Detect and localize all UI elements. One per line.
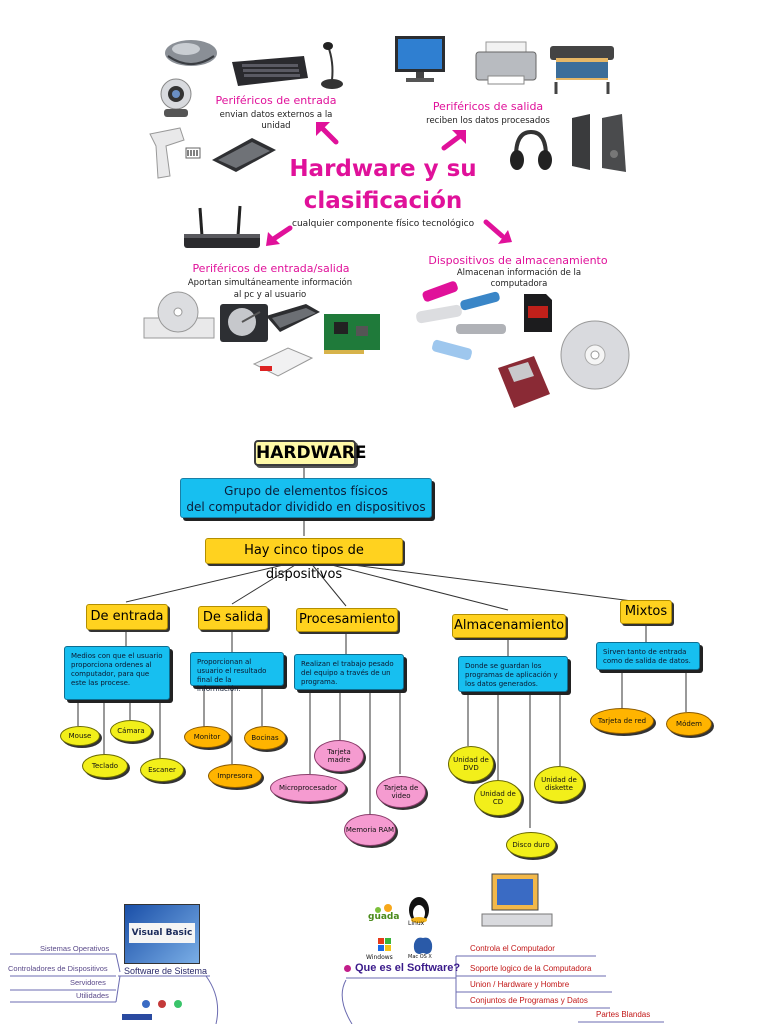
desc-mixtos: Sirven tanto de entrada como de salida d… [596,642,700,670]
que-es-el-software-text: Que es el Software? [355,962,461,974]
plotter-image [546,42,618,94]
linux-logo-text: Linux [408,920,425,927]
mac-os-logo-text: Mac OS X [408,954,432,960]
definition-line1: Grupo de elementos físicos [224,484,388,498]
item-tarjeta-de-video: Tarjeta de video [376,776,426,808]
item-disco-duro: Disco duro [506,832,556,858]
item-unidad-dvd: Unidad de DVD [448,746,494,782]
label-perifericos-entrada: Periféricos de entrada [215,94,337,107]
flatbed-scanner-image [208,134,278,176]
small-logos-cluster [118,998,198,1024]
category-mixtos: Mixtos [620,600,672,624]
visual-basic-logo-text: Visual Basic [129,923,195,943]
main-title-line1: Hardware y su [289,156,477,182]
usb-drives-image [412,280,516,376]
mouse-image [162,36,220,68]
category-de-salida: De salida [198,606,268,630]
headphones-image [508,128,554,176]
item-tarjeta-de-red: Tarjeta de red [590,708,654,734]
mindmap-item-sistemas-operativos: Sistemas Operativos [40,944,110,953]
router-image [180,204,262,252]
item-memoria-ram: Memoria RAM [344,814,396,846]
item-camara: Cámara [110,720,152,742]
category-de-entrada: De entrada [86,604,168,630]
windows-logo: Windows [364,936,404,964]
computer-image [480,870,558,932]
mindmap-item-conjuntos: Conjuntos de Programas y Datos [470,996,588,1005]
item-teclado: Teclado [82,754,128,778]
cd-drive-image [140,290,218,346]
item-unidad-diskette: Unidad de diskette [534,766,584,802]
mindmap-item-utilidades: Utilidades [76,991,109,1000]
category-almacenamiento: Almacenamiento [452,614,566,638]
card-reader-image [248,340,320,380]
bullet-icon [344,964,351,972]
main-title-subtitle: cualquier componente físico tecnológico [292,219,475,229]
mindmap-item-controla: Controla el Computador [470,944,555,953]
mindmap-item-partes-blandas: Partes Blandas [596,1010,651,1019]
desc-almacenamiento: Donde se guardan los programas de aplica… [458,656,568,692]
hardware-classification-section: Periféricos de entrada envian datos exte… [0,0,768,420]
mindmap-item-servidores: Servidores [70,978,106,987]
barcode-scanner-image [140,124,210,184]
item-tarjeta-madre: Tarjeta madre [314,740,364,772]
mindmap-item-union: Union / Hardware y Hombre [470,980,570,989]
mindmap-item-controladores: Controladores de Dispositivos [8,964,108,973]
definition-line2: del computador dividido en dispositivos [186,500,426,514]
linux-logo: Linux [404,890,434,930]
label-dispositivos-almacenamiento: Dispositivos de almacenamiento [428,254,608,267]
desc-procesamiento: Realizan el trabajo pesado del equipo a … [294,654,404,690]
sub-perifericos-entrada-2: unidad [261,121,291,131]
item-modem: Módem [666,712,712,736]
mindmap-item-soporte: Soporte logico de la Computadora [470,964,592,973]
mac-os-logo: Mac OS X [408,932,438,964]
sub-perifericos-salida-1: reciben los datos procesados [426,116,550,126]
guada-logo-text: guada [368,912,400,922]
item-bocinas: Bocinas [244,726,286,750]
label-perifericos-entrada-salida: Periféricos de entrada/salida [192,262,350,275]
category-procesamiento: Procesamiento [296,608,398,632]
windows-logo-text: Windows [366,954,393,961]
item-monitor: Monitor [184,726,230,748]
speakers-image [566,112,632,176]
desc-de-entrada: Medios con que el usuario proporciona or… [64,646,170,700]
dvd-burner-image [262,302,322,336]
types-node: Hay cinco tipos de dispositivos [205,538,403,582]
webcam-image [150,76,202,120]
compact-disc-image [558,318,632,392]
printer-image [472,40,540,88]
definition-node: Grupo de elementos físicos del computado… [180,478,432,518]
mindmap-software-de-sistema: Software de Sistema [124,966,208,976]
mindmap-lines [10,953,664,1024]
sub-perifericos-entrada-1: envian datos externos a la [219,110,333,120]
network-card-image [320,308,386,356]
label-perifericos-salida: Periféricos de salida [432,100,544,113]
visual-basic-logo: Visual Basic [124,904,200,964]
item-unidad-cd: Unidad de CD [474,780,522,816]
arrows-graphic [266,122,512,246]
que-es-el-software-node: Que es el Software? [344,962,460,974]
monitor-image [392,34,450,86]
sub-perifericos-entrada-salida-1: Aportan simultáneamente información [187,278,353,288]
item-microprocesador: Microprocesador [270,774,346,802]
desc-de-salida: Proporcionan al usuario el resultado fin… [190,652,284,693]
hardware-concept-map: HARDWARE Grupo de elementos físicos del … [0,430,768,870]
item-escaner: Escaner [140,758,184,782]
item-mouse: Mouse [60,726,100,746]
microphone-image [318,40,346,92]
concept-map-lines [77,460,687,828]
main-title-line2: clasificación [303,188,463,214]
sd-card-image [520,290,556,336]
keyboard-image [230,52,310,88]
sub-dispositivos-almacenamiento-1: Almacenan información de la computadora [456,268,582,289]
sub-perifericos-entrada-salida-2: al pc y al usuario [233,290,307,300]
guada-logo: guada [368,902,402,924]
hard-disk-image [216,300,272,346]
hardware-root-node: HARDWARE [254,440,366,466]
floppy-disk-image [494,354,554,410]
software-mindmap-section: Sistemas Operativos Controladores de Dis… [0,868,768,1024]
item-impresora: Impresora [208,764,262,788]
